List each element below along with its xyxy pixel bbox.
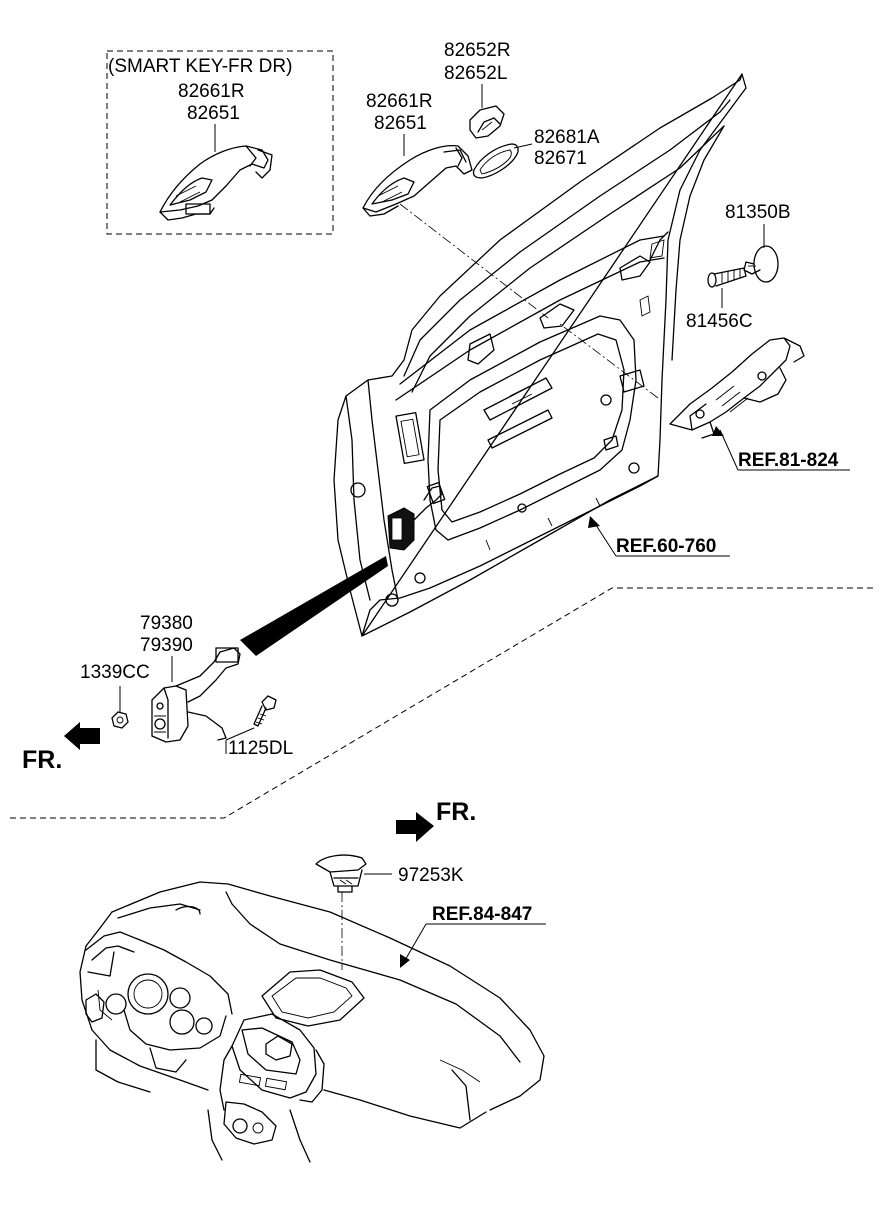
label-82652L: 82652L: [444, 63, 507, 84]
ref-81-824: REF.81-824: [738, 450, 839, 471]
label-79390: 79390: [140, 635, 193, 656]
ref-60-760: REF.60-760: [616, 536, 716, 557]
ref-panel-callout: REF.84-847: [400, 904, 546, 968]
door-checker: [151, 647, 241, 743]
door-clip: [743, 245, 779, 283]
label-82671: 82671: [534, 148, 587, 169]
label-82651-boxed: 82651: [187, 103, 240, 124]
outside-handle-smart-key: [159, 145, 273, 221]
handle-pad-group: 82681A 82671: [472, 127, 600, 179]
handle-cap: [469, 105, 505, 139]
front-direction-indicator-upper: FR.: [22, 722, 100, 774]
label-82661R: 82661R: [366, 91, 433, 112]
inside-handle-bracket: REF.81-824: [669, 337, 850, 471]
smart-key-note: (SMART KEY-FR DR): [108, 56, 292, 77]
ref-84-847: REF.84-847: [432, 904, 532, 925]
detail-pointer: [240, 556, 388, 656]
fr-label-lower: FR.: [436, 798, 476, 826]
screw-group: 81456C: [686, 267, 753, 332]
label-79380: 79380: [140, 613, 193, 634]
outside-handle: [362, 144, 473, 217]
outside-handle-group: 82661R 82651: [362, 91, 549, 319]
arrow-left-icon: [64, 722, 100, 750]
ref-door-callout: REF.60-760: [588, 516, 730, 557]
label-82652R: 82652R: [444, 40, 511, 61]
label-81350B: 81350B: [725, 202, 791, 223]
hex-nut: [111, 711, 129, 729]
arrow-right-icon: [396, 812, 434, 842]
label-97253K: 97253K: [398, 865, 464, 886]
sensor-group: 97253K: [315, 854, 464, 970]
instrument-panel: [79, 881, 545, 1163]
tapping-screw: [707, 267, 747, 288]
label-81456C: 81456C: [686, 311, 753, 332]
handle-pad: [472, 143, 519, 179]
photo-sensor: [315, 854, 367, 893]
label-82681A: 82681A: [534, 127, 600, 148]
label-82661R-boxed: 82661R: [178, 81, 245, 102]
label-1125DL: 1125DL: [228, 738, 293, 759]
handle-cap-group: 82652R 82652L: [444, 40, 511, 139]
clip-group: 81350B: [725, 202, 791, 283]
label-1339CC: 1339CC: [80, 662, 150, 683]
label-82651: 82651: [374, 113, 427, 134]
hex-bolt: [253, 695, 277, 727]
fr-label-upper: FR.: [22, 746, 62, 774]
door-latch: [387, 481, 446, 551]
door-checker-group: 79380 79390 1339CC 1125DL: [80, 613, 293, 759]
front-direction-indicator-lower: FR.: [396, 798, 476, 842]
smart-key-box: (SMART KEY-FR DR) 82661R 82651: [106, 50, 334, 235]
front-door-panel: [333, 73, 747, 637]
